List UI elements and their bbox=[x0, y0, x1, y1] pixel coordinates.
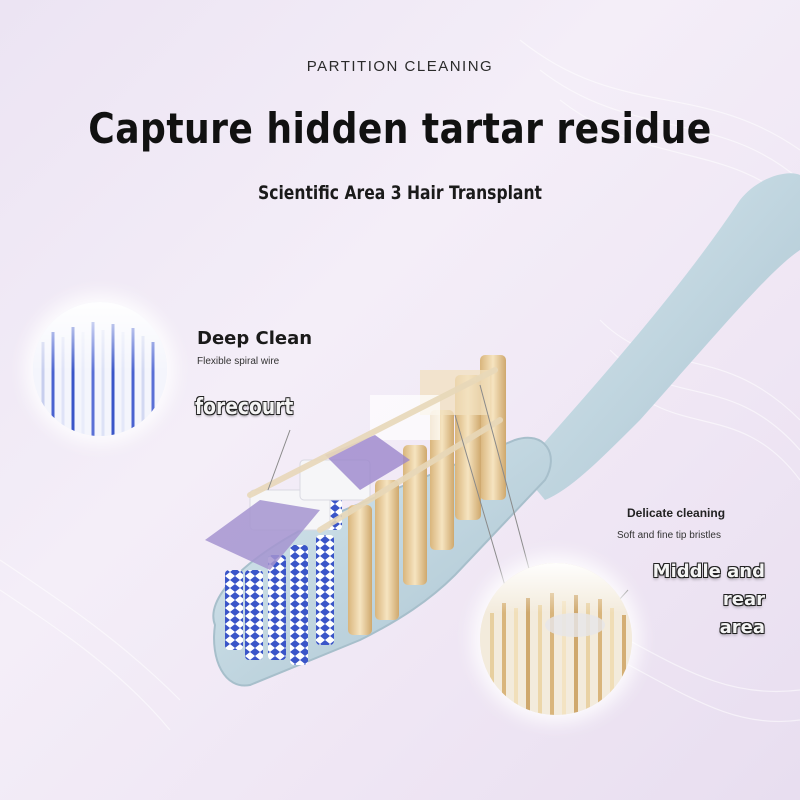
page-subhead: Scientific Area 3 Hair Transplant bbox=[257, 182, 542, 204]
front-zone-label: forecourt bbox=[195, 395, 294, 420]
page-headline: Capture hidden tartar residue bbox=[88, 104, 712, 153]
section-eyebrow: PARTITION CLEANING bbox=[306, 58, 494, 75]
deep-clean-title: Deep Clean bbox=[197, 328, 313, 349]
rear-zone-line2: area bbox=[719, 617, 765, 638]
rear-zone-label: Middle and rear area bbox=[625, 558, 765, 642]
bristle-closeup-blue bbox=[33, 302, 167, 436]
delicate-cleaning-subtitle: Soft and fine tip bristles bbox=[617, 530, 721, 541]
bristle-closeup-wood bbox=[480, 563, 632, 715]
deep-clean-subtitle: Flexible spiral wire bbox=[197, 356, 280, 367]
rear-zone-line1: Middle and rear bbox=[652, 561, 765, 610]
delicate-cleaning-title: Delicate cleaning bbox=[627, 506, 726, 520]
